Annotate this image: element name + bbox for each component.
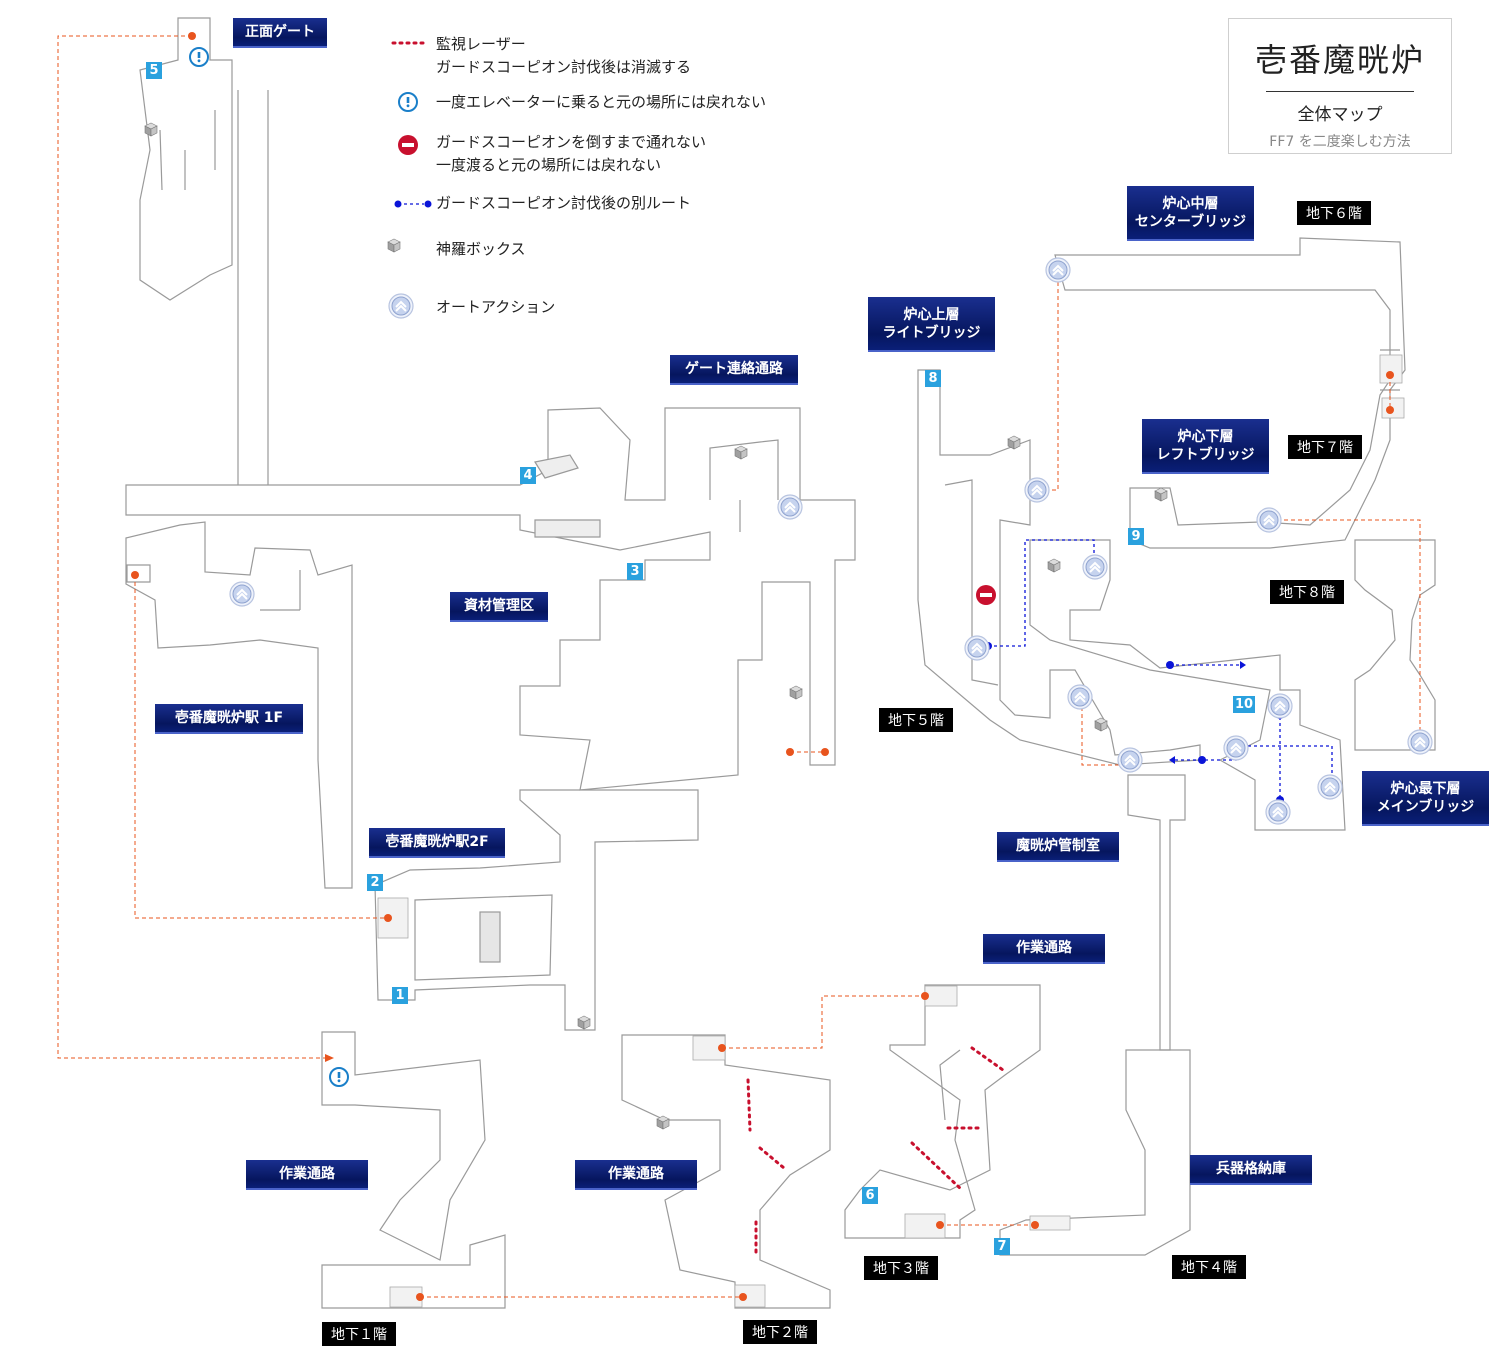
stairs — [377, 354, 1405, 1308]
legend-elevator: 一度エレベーターに乗ると元の場所には戻れない — [436, 93, 767, 111]
floor-b8: 地下８階 — [1270, 580, 1344, 604]
area-core-bottom: 炉心最下層 メインブリッジ — [1362, 771, 1489, 826]
floor-b4: 地下４階 — [1172, 1255, 1246, 1279]
legend-shinra-box: 神羅ボックス — [436, 240, 526, 258]
area-gate-passage: ゲート連絡通路 — [670, 355, 798, 385]
point-number-2: 2 — [367, 874, 383, 891]
floor-b5: 地下５階 — [879, 708, 953, 732]
floor-b2: 地下２階 — [743, 1320, 817, 1344]
area-work-passage-a: 作業通路 — [983, 934, 1105, 964]
point-number-10: 10 — [1233, 696, 1255, 713]
title-box: 壱番魔晄炉 全体マップ FF7 を二度楽しむ方法 — [1228, 18, 1452, 154]
floor-b6: 地下６階 — [1297, 201, 1371, 225]
orange-routes — [57, 35, 1421, 1298]
point-number-4: 4 — [520, 467, 536, 484]
area-weapon-storage: 兵器格納庫 — [1190, 1155, 1312, 1185]
area-core-lower: 炉心下層 レフトブリッジ — [1142, 419, 1269, 474]
point-number-9: 9 — [1128, 528, 1144, 545]
point-number-1: 1 — [392, 987, 408, 1004]
legend-samples — [391, 41, 432, 208]
area-material: 資材管理区 — [450, 592, 548, 622]
title-divider — [1266, 91, 1414, 92]
point-number-8: 8 — [925, 370, 941, 387]
point-number-6: 6 — [862, 1187, 878, 1204]
map-title: 壱番魔晄炉 — [1254, 41, 1425, 79]
point-number-5: 5 — [146, 62, 162, 79]
blocked-icons — [398, 135, 996, 605]
legend-alt-route: ガードスコーピオン討伐後の別ルート — [436, 194, 692, 212]
laser-lines — [746, 1046, 1005, 1257]
map-credit: FF7 を二度楽しむ方法 — [1269, 134, 1411, 150]
legend-laser: 監視レーザー ガードスコーピオン討伐後は消滅する — [436, 35, 692, 76]
map-subtitle: 全体マップ — [1297, 105, 1383, 125]
area-control-room: 魔晄炉管制室 — [997, 832, 1119, 862]
auto-action-icons — [229, 257, 1433, 825]
area-front-gate: 正面ゲート — [233, 18, 327, 48]
legend-blocked: ガードスコーピオンを倒すまで通れない 一度渡ると元の場所には戻れない — [436, 133, 707, 174]
point-number-7: 7 — [994, 1238, 1010, 1255]
area-station-2f: 壱番魔晄炉駅2F — [369, 828, 505, 858]
floor-b7: 地下７階 — [1288, 435, 1362, 459]
floor-b1: 地下１階 — [322, 1322, 396, 1346]
legend-auto-action: オートアクション — [436, 298, 556, 316]
area-station-1f: 壱番魔晄炉駅 1F — [155, 704, 303, 734]
floor-b3: 地下３階 — [864, 1256, 938, 1280]
area-core-middle: 炉心中層 センターブリッジ — [1127, 186, 1254, 241]
area-work-passage-b: 作業通路 — [246, 1160, 368, 1190]
point-number-3: 3 — [627, 563, 643, 580]
area-core-upper: 炉心上層 ライトブリッジ — [868, 297, 995, 352]
shinra-boxes — [144, 122, 1168, 1130]
area-work-passage-c: 作業通路 — [575, 1160, 697, 1190]
